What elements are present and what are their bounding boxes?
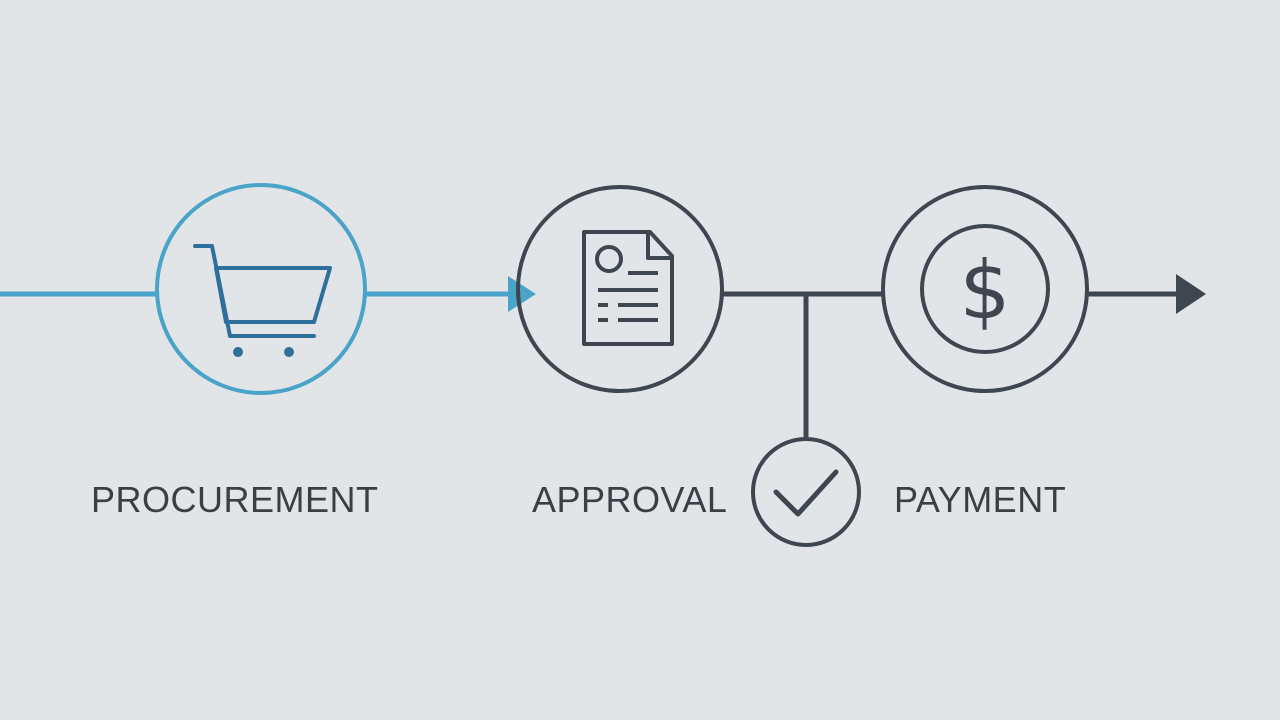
step-payment-node: $ <box>881 185 1089 393</box>
step-label-payment: PAYMENT <box>894 479 1067 520</box>
flow-arrowhead-approval <box>508 276 536 312</box>
step-approval-node <box>516 185 724 393</box>
shopping-cart-icon <box>193 244 332 357</box>
branch-check-node <box>751 437 861 547</box>
step-label-procurement: PROCUREMENT <box>91 479 379 520</box>
dollar-coin-icon: $ <box>960 244 1011 337</box>
checkmark-icon <box>773 469 839 517</box>
step-label-approval: APPROVAL <box>532 479 728 520</box>
step-procurement-node <box>155 183 367 395</box>
flow-arrowhead-end <box>1176 274 1206 314</box>
document-icon <box>582 230 674 346</box>
